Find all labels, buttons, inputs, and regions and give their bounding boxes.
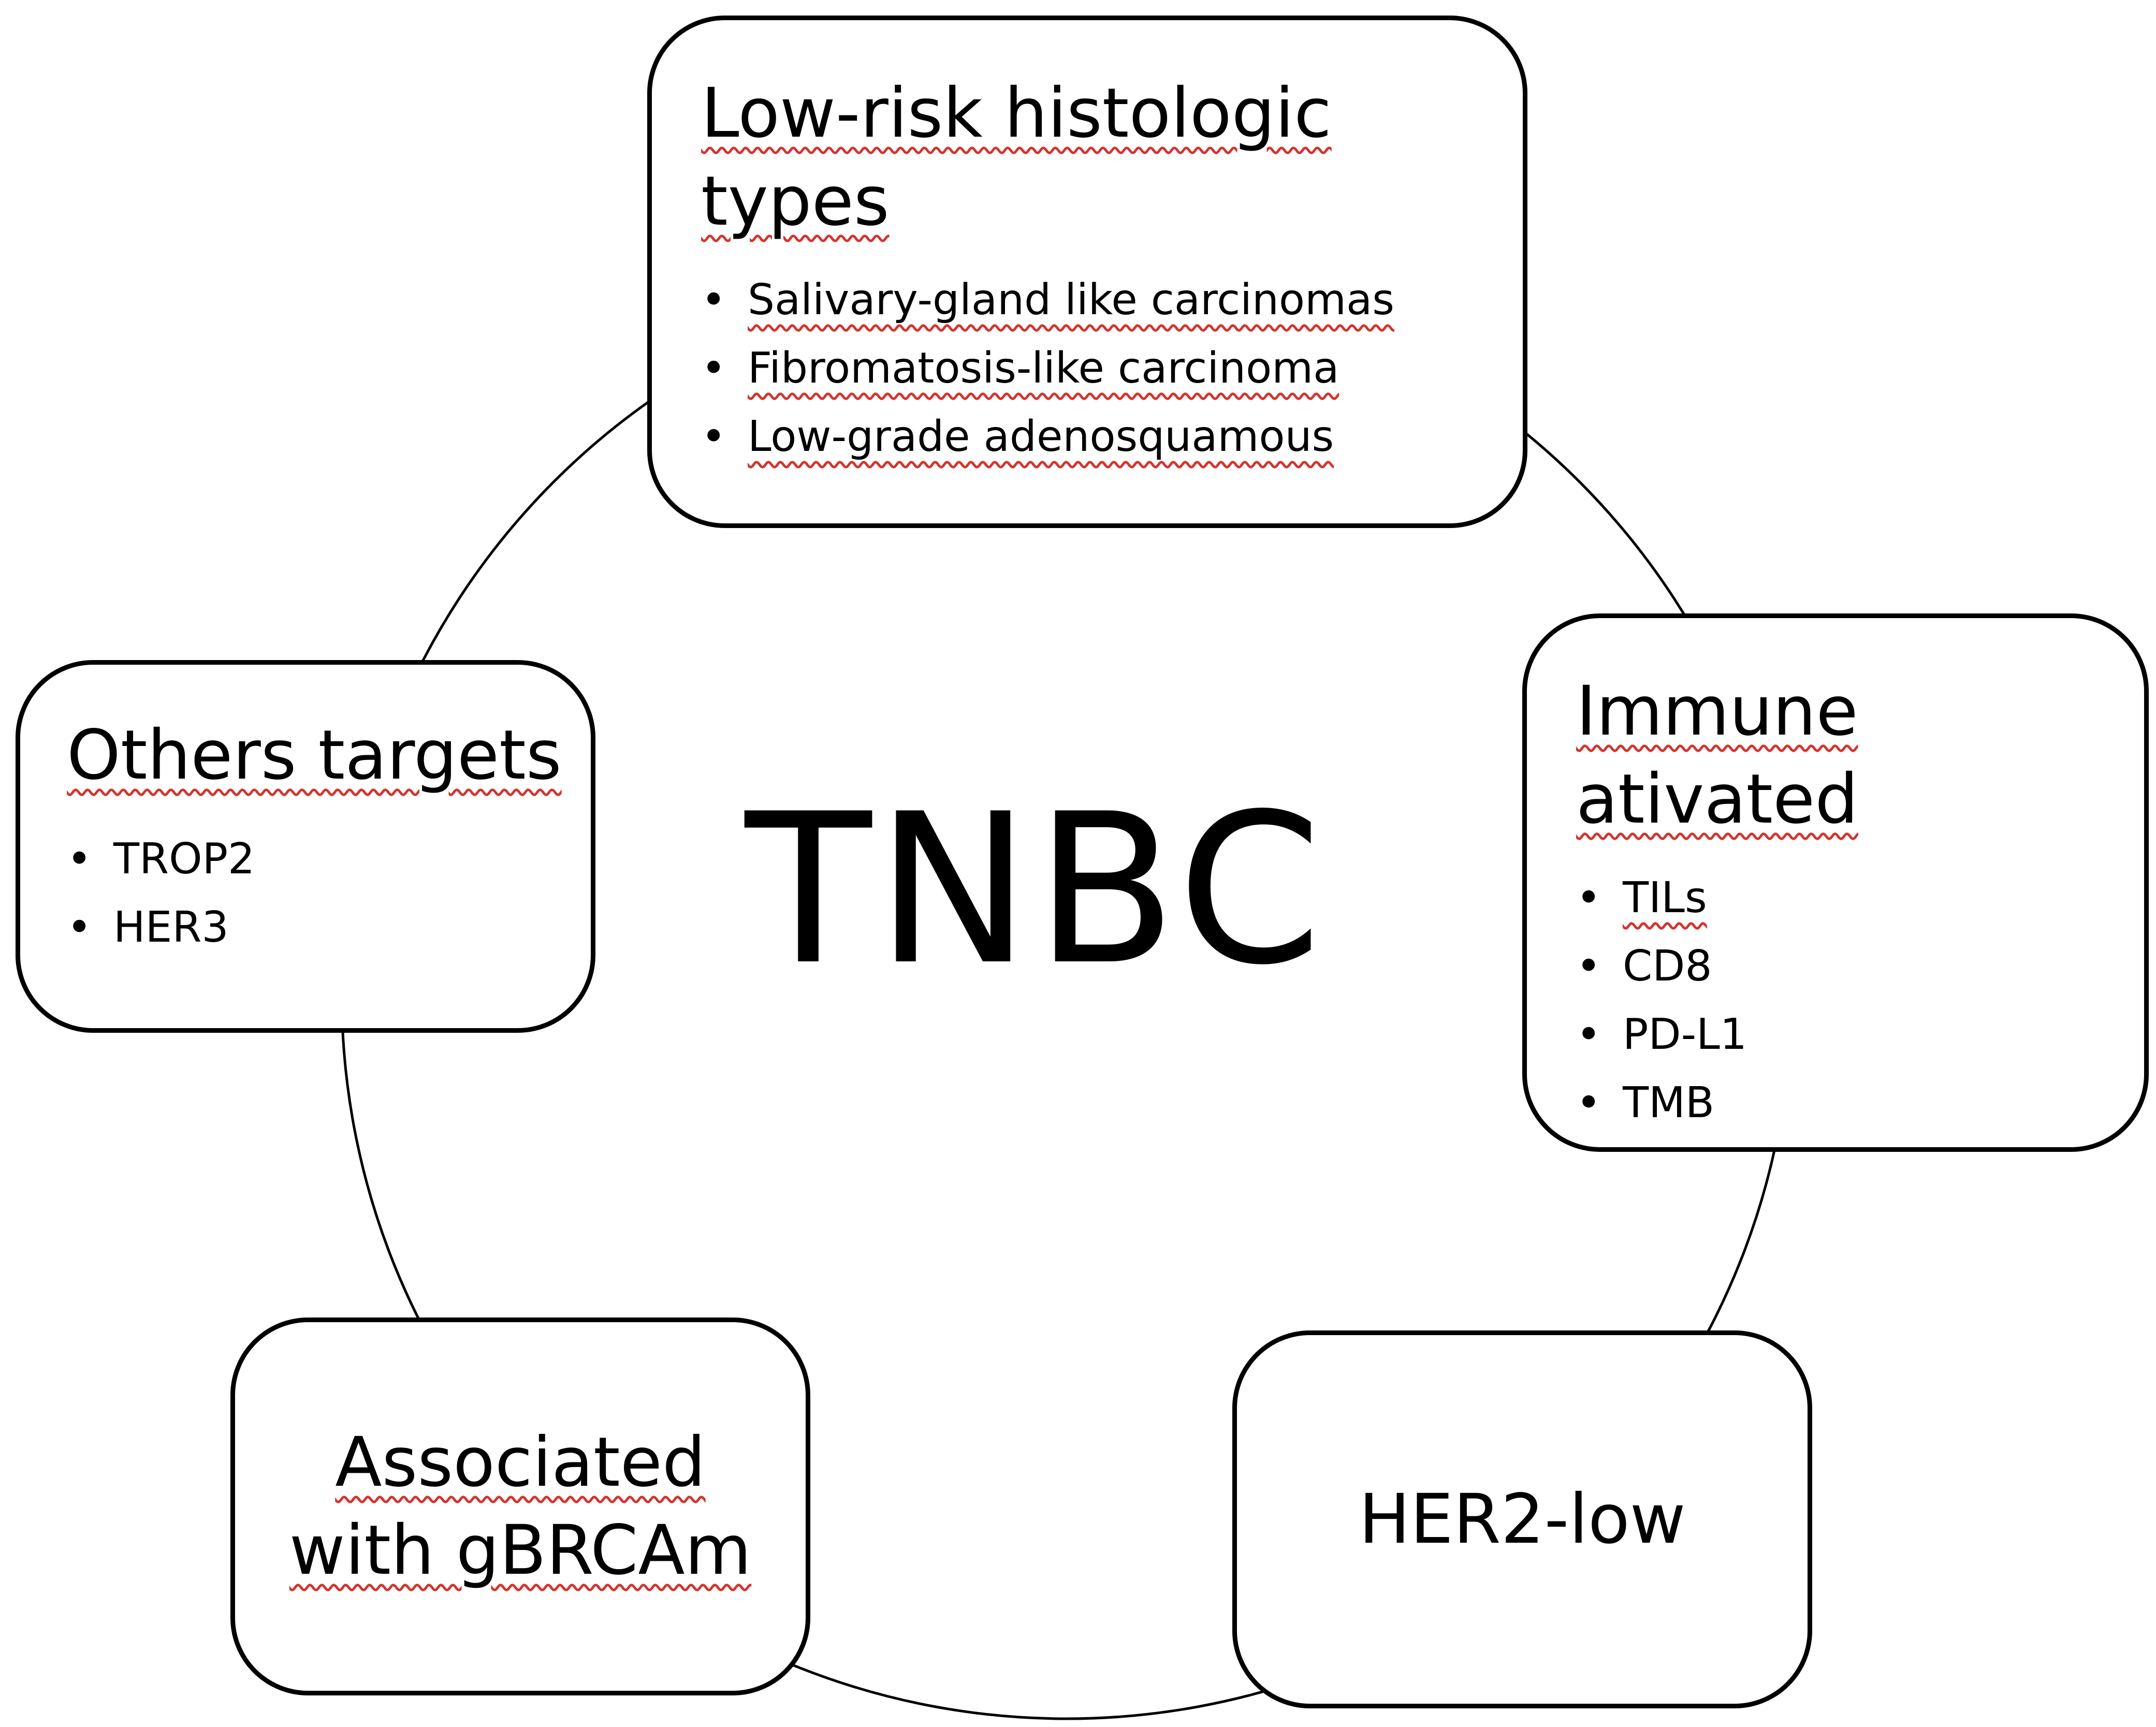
node-title: HER2-low: [1359, 1480, 1686, 1559]
list-item: CD8: [1576, 932, 2113, 1001]
node-title: Low-risk histologic types: [701, 74, 1332, 241]
node-her2-low: HER2-low: [1232, 1330, 1812, 1708]
node-others-targets: Others targets TROP2 HER3: [16, 660, 595, 1033]
list-item: PD-L1: [1576, 1001, 2113, 1069]
node-gbrcam: Associated with gBRCAm: [230, 1318, 810, 1695]
list-item: TROP2: [67, 825, 565, 894]
list-item: TMB: [1576, 1069, 2113, 1137]
node-title: Associated with gBRCAm: [289, 1423, 752, 1590]
node-immune-activated: Immune ativated TILs CD8 PD-L1 TMB: [1522, 613, 2149, 1152]
node-title: Others targets: [67, 715, 562, 795]
node-title: Immune ativated: [1576, 671, 1859, 839]
list-item: Fibromatosis-like carcinoma: [701, 334, 1481, 403]
node-low-risk-histologic: Low-risk histologic types Salivary-gland…: [647, 16, 1527, 528]
node-item-list: Salivary-gland like carcinomas Fibromato…: [701, 266, 1481, 471]
node-item-list: TROP2 HER3: [67, 825, 565, 962]
center-label: TNBC: [745, 770, 1327, 1011]
list-item: Low-grade adenosquamous: [701, 403, 1481, 471]
node-item-list: TILs CD8 PD-L1 TMB: [1576, 864, 2113, 1137]
list-item: Salivary-gland like carcinomas: [701, 266, 1481, 334]
list-item: HER3: [67, 894, 565, 962]
list-item: TILs: [1576, 864, 2113, 932]
